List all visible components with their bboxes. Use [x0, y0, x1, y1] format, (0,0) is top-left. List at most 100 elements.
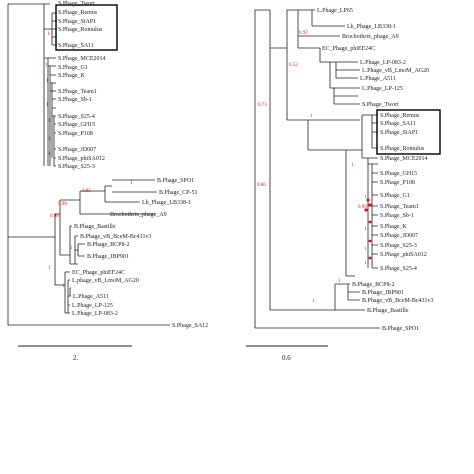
right-leaf-label: B.Phage_JBP901 — [362, 290, 404, 296]
right-leaf-label: S.Phage_SA11 — [380, 121, 416, 127]
right-leaf-label: L.Phage_LP65 — [317, 8, 353, 14]
node-dot — [368, 203, 372, 207]
right-leaf-label: EC_Phage_phiEF24C — [322, 46, 375, 52]
right-leaf-label: S.Phage_G1 — [380, 193, 410, 199]
left-support-value: 0.99 — [58, 202, 67, 207]
left-scale-label: 2. — [73, 354, 79, 362]
left-support-value: 1 — [130, 181, 133, 186]
left-leaf-label: L.phage_vB_LmoM_AG20 — [72, 278, 139, 284]
left-leaf-label: B.Phage_vB_BceM-Bc431v3 — [80, 234, 152, 240]
right-leaf-label: S.Phage_GH15 — [380, 171, 417, 177]
right-leaf-label: S.Phage_StAP1 — [380, 130, 418, 136]
left-leaf-label: B.Phage_BCP8-2 — [87, 242, 130, 248]
right-leaf-label: S.Phage_K — [380, 224, 408, 230]
left-leaf-label: EC_Phage_phiEF24C — [72, 270, 125, 276]
right-support-value: 1 — [351, 163, 354, 168]
node-dot — [366, 198, 370, 202]
left-leaf-label: S.Phage_P108 — [58, 131, 93, 137]
left-support-value: 1 — [48, 152, 51, 157]
right-node-dots — [364, 198, 372, 260]
right-leaf-label: Lb_Phage_LB338-1 — [347, 24, 396, 30]
right-leaf-label: S.Phage_JD007 — [380, 233, 418, 239]
right-leaf-label: B.Phage_SPO1 — [382, 326, 419, 332]
left-leaf-label: Lb_Phage_LB338-1 — [142, 200, 191, 206]
left-leaf-label: S.Phage_SA12 — [172, 323, 208, 329]
right-leaf-label: S.Phage_S25-3 — [380, 243, 417, 249]
right-support-value: 0.66 — [257, 183, 266, 188]
right-support-value: 1 — [364, 247, 367, 252]
left-support-value: 1 — [48, 266, 51, 271]
left-support-value: 0.98 — [50, 214, 59, 219]
left-leaf-label: S.Phage_GH15 — [58, 122, 95, 128]
left-tree-branches — [7, 3, 170, 326]
right-support-value: 0.73 — [258, 103, 267, 108]
left-leaf-label: B.Phage_JBP901 — [87, 254, 129, 260]
left-support-value: 1 — [70, 246, 73, 251]
right-support-value: 0.97 — [299, 31, 308, 36]
right-leaf-label: S.Phage_MCE2014 — [380, 156, 428, 162]
right-leaf-label: S.Phage_phiSA012 — [380, 252, 427, 258]
left-support-value: 1 — [46, 79, 49, 84]
right-tree: L.Phage_LP65 Lb_Phage_LB338-1 Brochothri… — [246, 8, 441, 362]
right-leaf-label: L.Phage_vB_LmoM_AG20 — [362, 68, 429, 74]
right-leaf-label: Brochothrix_phage_A9 — [342, 34, 399, 40]
right-support-value: 1 — [338, 279, 341, 284]
left-leaf-label: B.Phage_SPO1 — [157, 178, 194, 184]
right-support-value: 0.52 — [289, 63, 298, 68]
right-scale-label: 0.6 — [282, 354, 291, 362]
left-highlight-box — [55, 4, 118, 51]
left-leaf-label: L.Phage_LP-083-2 — [72, 311, 118, 317]
left-leaf-label: L.Phage_A511 — [73, 294, 109, 300]
right-support-value: 1 — [312, 299, 315, 304]
left-leaf-label: S.Phage_S25-3 — [58, 164, 95, 170]
right-leaf-label: L.Phage_LP-125 — [362, 86, 403, 92]
left-leaf-label: S.Phage_K — [58, 73, 86, 79]
node-dot — [368, 256, 372, 260]
right-tree-branches — [254, 9, 380, 329]
right-leaf-label: L.Phage_LP-083-2 — [360, 60, 406, 66]
left-leaf-label: Brochothrix_phage_A9 — [110, 212, 167, 218]
left-support-value: 1 — [48, 137, 51, 142]
left-leaf-label: S.Phage_Twort — [58, 1, 95, 7]
right-leaf-label: L.Phage_A511 — [360, 76, 396, 82]
left-support-value: 1 — [47, 32, 50, 37]
right-highlight-box — [376, 109, 441, 155]
left-leaf-label: S.Phage_G1 — [58, 65, 88, 71]
left-support-value: 1 — [62, 284, 65, 289]
left-leaf-label: S.Phage_JD007 — [58, 147, 96, 153]
left-leaf-label: S.Phage_phiSA012 — [58, 156, 105, 162]
right-leaf-label: S.Phage_Sb-1 — [380, 213, 414, 219]
node-dot — [368, 220, 372, 224]
node-dot — [368, 239, 372, 243]
right-support-value: 0.99 — [358, 205, 367, 210]
node-dot — [364, 208, 368, 212]
right-support-value: 1 — [364, 195, 367, 200]
left-leaf-label: S.Phage_Romulus — [58, 27, 103, 33]
right-leaf-label: S.Phage_Team1 — [380, 204, 419, 210]
left-leaf-label: S.Phage_Remus — [58, 10, 98, 16]
right-leaf-label: B.Phage_vB_BceM-Bc431v3 — [362, 298, 434, 304]
left-support-value: 0.85 — [82, 189, 91, 194]
left-leaf-label: S.Phage_Sb-1 — [58, 97, 92, 103]
left-leaf-label: L.Phage_LP-125 — [72, 303, 113, 309]
left-leaf-label: S.Phage_SA11 — [58, 43, 94, 49]
left-support-value: 1 — [48, 119, 51, 124]
right-leaf-label: B.Phage_BCP8-2 — [352, 282, 395, 288]
left-leaf-label: S.Phage_Team1 — [58, 89, 97, 95]
right-leaf-label: S.Phage_Romulus — [380, 146, 425, 152]
right-leaf-label: B.Phage_Bastille — [367, 308, 409, 314]
left-leaf-label: B.Phage_Bastille — [74, 224, 116, 230]
left-tree: S.Phage_Twort S.Phage_Remus S.Phage_StAP… — [7, 1, 208, 362]
right-leaf-label: S.Phage_Twort — [362, 102, 399, 108]
left-leaf-label: S.Phage_S25-4 — [58, 114, 95, 120]
right-support-value: 1 — [364, 261, 367, 266]
left-support-value: 1 — [45, 63, 48, 68]
right-support-value: 1 — [364, 227, 367, 232]
left-leaf-label: B.Phage_CP-51 — [159, 190, 198, 196]
right-support-value: 1 — [310, 114, 313, 119]
left-leaf-label: S.Phage_StAP1 — [58, 19, 96, 25]
left-leaf-label: S.Phage_MCE2014 — [58, 56, 106, 62]
left-support-value: 1 — [46, 103, 49, 108]
right-leaf-label: S.Phage_S25-4 — [380, 266, 417, 272]
